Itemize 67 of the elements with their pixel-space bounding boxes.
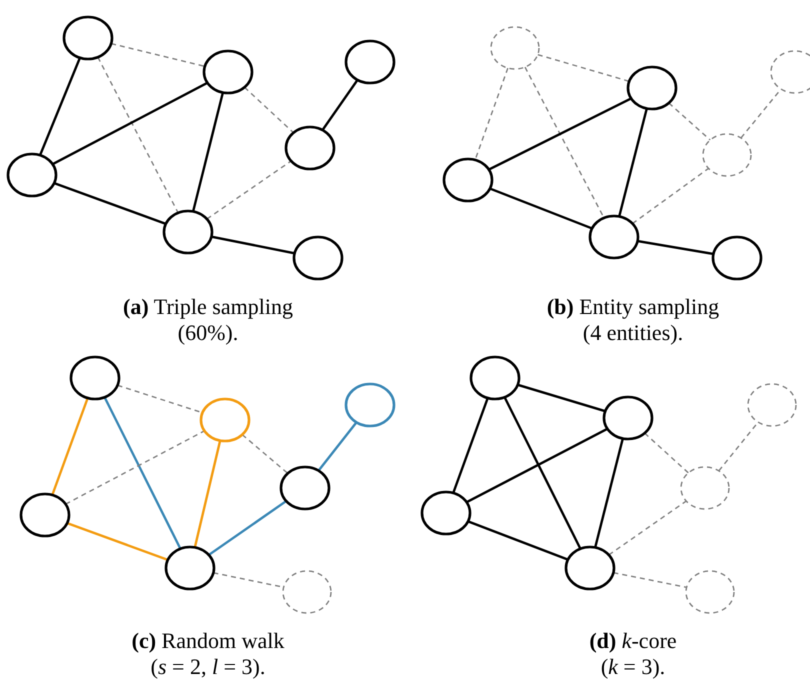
node-circle [442,158,494,202]
node-circle [164,546,216,590]
node-circle [588,214,640,260]
node-circle [564,546,616,590]
edge-line [211,236,295,254]
edge-line [504,396,582,550]
edge-line [466,428,608,504]
edge-line [65,430,205,505]
edge-line [97,56,179,214]
edge-line [110,42,206,68]
subfigure-caption: (d) k-core (k = 3). [588,628,678,680]
edge-line [206,160,292,220]
edge-line [538,54,630,82]
edge-line [54,182,166,226]
node-circle [282,570,332,614]
node-circle [344,40,396,84]
node-circle [712,236,762,280]
edge-line [632,168,709,224]
node-circle [685,570,735,614]
edge-line [488,97,632,171]
edge-line [242,434,288,474]
node-circle [20,492,70,538]
node-circle [702,133,752,177]
node-circle [62,16,114,60]
edge-line [52,82,208,166]
node-circle [602,396,654,440]
edge-line [322,79,358,131]
subfigure-caption: (a) Triple sampling (60%). [122,294,294,346]
edge-line [613,572,687,588]
node-circle [162,210,214,254]
edge-line [208,500,287,556]
node-circle [344,382,396,428]
edge-line [194,440,222,548]
edge-line [668,102,711,141]
edge-line [644,432,689,474]
edge-line [51,398,89,496]
edge-line [618,108,648,217]
node-circle [70,356,120,400]
node-circle [202,50,254,94]
node-circle [680,466,730,510]
node-circle [284,126,336,170]
edge-line [468,520,568,561]
node-circle [200,398,250,442]
edge-line [718,422,759,472]
edge-line [38,57,82,156]
edge-line [192,92,224,212]
node-circle [626,66,678,110]
node-circle [6,152,58,198]
edge-line [608,500,687,556]
node-circle [490,26,540,70]
node-circle [280,466,330,510]
edge-line [594,438,624,548]
edge-line [104,396,182,550]
edge-line [489,187,593,230]
node-circle [292,236,344,280]
edge-line [474,68,509,160]
subfigure-caption: (c) Random walk (s = 2, l = 3). [130,628,286,680]
edge-line [637,240,714,256]
edge-line [66,522,168,562]
node-circle [470,356,520,400]
subfigure-caption: (b) Entity sampling (4 entities). [546,294,720,346]
node-circle [747,383,797,427]
node-circle [420,490,472,536]
edge-line [244,86,294,134]
edge-line [318,422,358,472]
edge-line [452,398,489,494]
edge-line [517,384,606,412]
